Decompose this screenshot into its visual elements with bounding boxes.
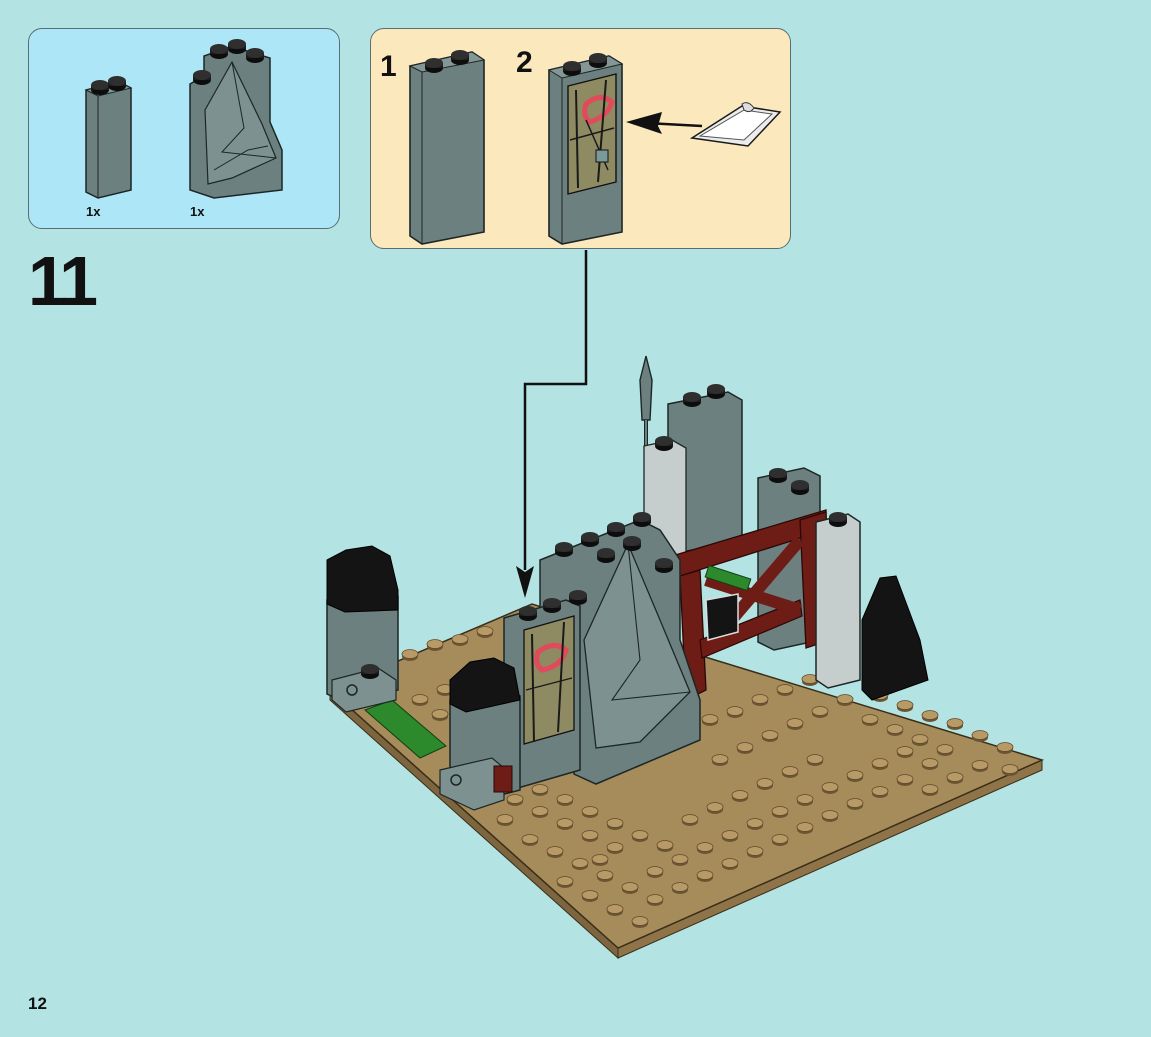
part-rock-panel-icon xyxy=(189,39,283,199)
sub-step-1-brick-icon xyxy=(408,50,486,245)
part-brick-icon xyxy=(84,76,133,199)
sub-step-2-decorated-brick-icon xyxy=(547,53,624,245)
part-quantity-brick: 1x xyxy=(86,204,101,219)
parts-list-box xyxy=(28,28,340,229)
callout-arrow xyxy=(516,250,588,598)
page-number: 12 xyxy=(28,994,47,1013)
sub-step-number-1: 1 xyxy=(380,50,397,83)
main-model-illustration xyxy=(326,355,1045,960)
sticker-arrow xyxy=(626,112,703,134)
sticker-icon xyxy=(689,102,782,147)
step-number: 11 xyxy=(28,242,98,320)
part-quantity-rock-panel: 1x xyxy=(190,204,205,219)
sub-step-number-2: 2 xyxy=(516,46,533,79)
